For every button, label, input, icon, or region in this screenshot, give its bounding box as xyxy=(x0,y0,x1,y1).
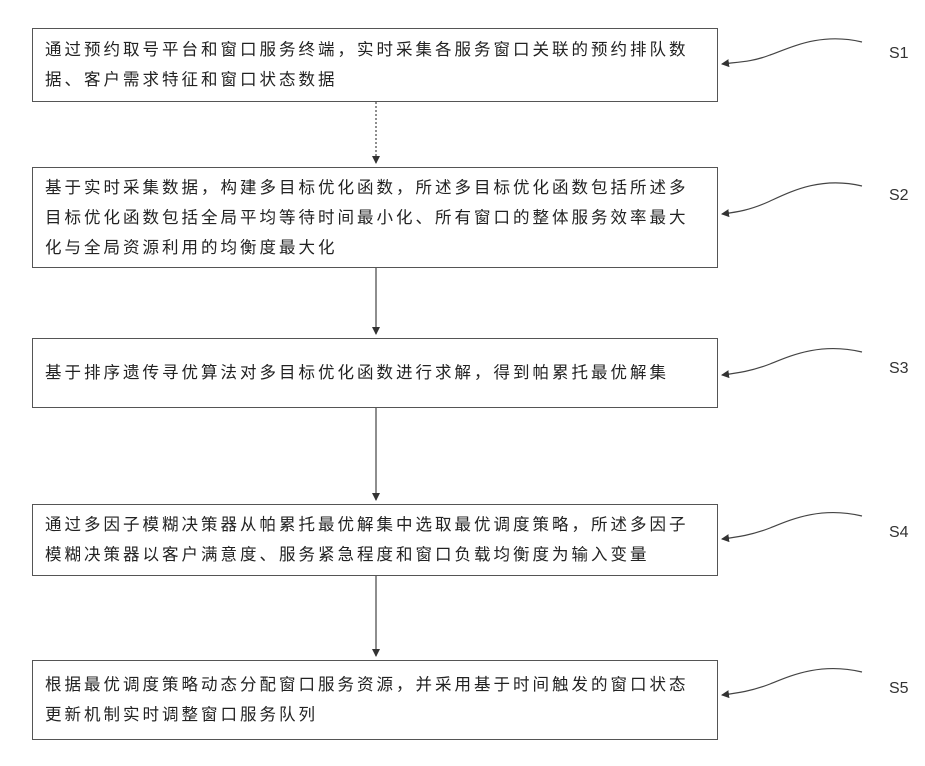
step-text-s1: 通过预约取号平台和窗口服务终端，实时采集各服务窗口关联的预约排队数据、客户需求特… xyxy=(45,35,705,95)
step-box-s3: 基于排序遗传寻优算法对多目标优化函数进行求解，得到帕累托最优解集 xyxy=(32,338,718,408)
leader-line-s5 xyxy=(722,669,862,695)
leader-line-s1 xyxy=(722,39,862,64)
step-box-s2: 基于实时采集数据，构建多目标优化函数，所述多目标优化函数包括所述多目标优化函数包… xyxy=(32,167,718,268)
step-text-s3: 基于排序遗传寻优算法对多目标优化函数进行求解，得到帕累托最优解集 xyxy=(45,358,705,388)
step-label-s4: S4 xyxy=(889,524,909,542)
step-text-s5: 根据最优调度策略动态分配窗口服务资源，并采用基于时间触发的窗口状态更新机制实时调… xyxy=(45,670,705,730)
step-label-s2: S2 xyxy=(889,187,909,205)
leader-line-s2 xyxy=(722,183,862,214)
step-box-s1: 通过预约取号平台和窗口服务终端，实时采集各服务窗口关联的预约排队数据、客户需求特… xyxy=(32,28,718,102)
step-text-s4: 通过多因子模糊决策器从帕累托最优解集中选取最优调度策略，所述多因子模糊决策器以客… xyxy=(45,510,705,570)
step-label-s1: S1 xyxy=(889,45,909,63)
leader-line-s3 xyxy=(722,349,862,375)
step-text-s2: 基于实时采集数据，构建多目标优化函数，所述多目标优化函数包括所述多目标优化函数包… xyxy=(45,173,705,263)
step-label-s5: S5 xyxy=(889,680,909,698)
step-label-s3: S3 xyxy=(889,360,909,378)
leader-line-s4 xyxy=(722,513,862,539)
step-box-s4: 通过多因子模糊决策器从帕累托最优解集中选取最优调度策略，所述多因子模糊决策器以客… xyxy=(32,504,718,576)
step-box-s5: 根据最优调度策略动态分配窗口服务资源，并采用基于时间触发的窗口状态更新机制实时调… xyxy=(32,660,718,740)
